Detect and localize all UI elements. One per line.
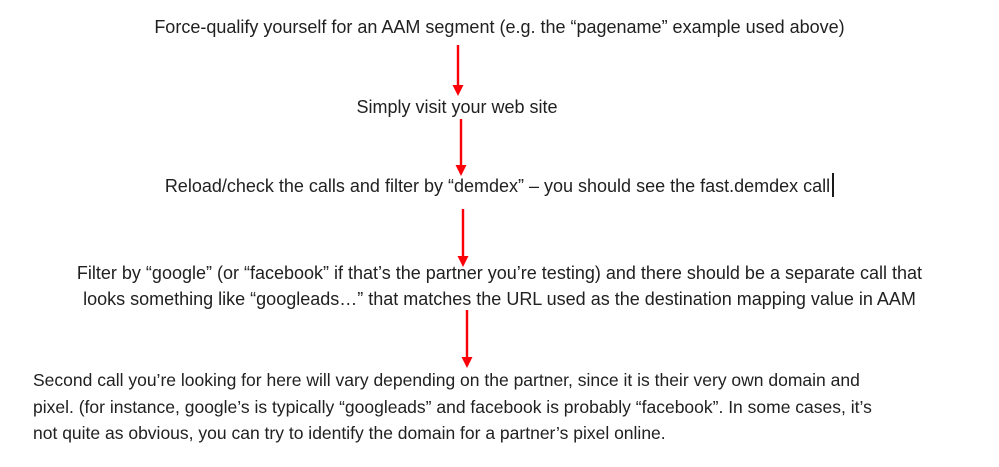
flow-step-5-text-line-3: not quite as obvious, you can try to ide…: [33, 423, 666, 443]
flow-step-4-text-line-2: looks something like “googleads…” that m…: [83, 289, 916, 309]
arrow-down-icon: [457, 209, 469, 267]
text-cursor-caret[interactable]: [832, 173, 835, 197]
flow-step-3: Reload/check the calls and filter by “de…: [0, 173, 999, 199]
flow-step-2: Simply visit your web site: [356, 94, 557, 120]
flow-step-1: Force-qualify yourself for an AAM segmen…: [0, 14, 999, 40]
arrow-down-icon: [452, 45, 464, 96]
flow-step-5-text-line-1: Second call you’re looking for here will…: [33, 370, 860, 390]
flow-step-5: Second call you’re looking for here will…: [33, 367, 999, 447]
flow-step-4-text-line-1: Filter by “google” (or “facebook” if tha…: [76, 263, 923, 283]
flow-step-5-text-line-2: pixel. (for instance, google’s is typica…: [33, 396, 872, 417]
flow-step-1-text: Force-qualify yourself for an AAM segmen…: [154, 17, 845, 37]
arrow-down-icon: [461, 310, 473, 368]
arrow-down-icon: [455, 119, 467, 176]
flow-step-3-text: Reload/check the calls and filter by “de…: [164, 176, 831, 196]
flow-step-4: Filter by “google” (or “facebook” if tha…: [0, 260, 999, 312]
flow-step-2-text: Simply visit your web site: [356, 97, 558, 117]
